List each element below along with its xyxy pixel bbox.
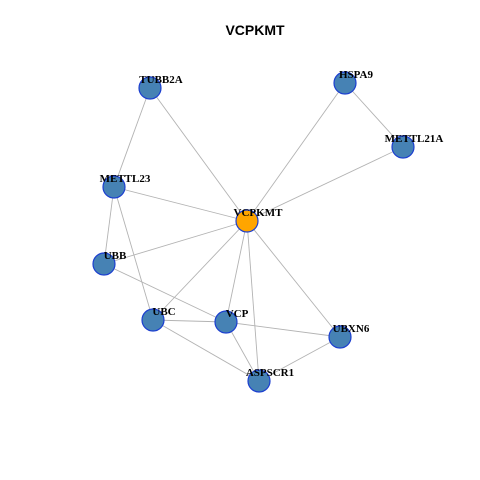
edge-mettl23-ubb <box>103 186 115 265</box>
edge-mettl21a-vcpkmt <box>246 146 404 222</box>
edge-ubc-aspscr1 <box>152 319 260 382</box>
node-label-tubb2a: TUBB2A <box>139 74 182 86</box>
node-ubb <box>92 252 116 276</box>
node-label-ubc: UBC <box>152 306 175 318</box>
edge-vcpkmt-ubb <box>103 220 248 265</box>
node-label-mettl23: METTL23 <box>100 173 151 185</box>
node-label-ubxn6: UBXN6 <box>333 323 370 335</box>
edge-hspa9-vcpkmt <box>246 82 346 222</box>
edge-vcpkmt-vcp <box>225 220 248 323</box>
edge-ubxn6-aspscr1 <box>258 336 341 382</box>
node-label-hspa9: HSPA9 <box>339 69 374 81</box>
edge-ubb-vcp <box>103 263 227 323</box>
edge-vcp-ubxn6 <box>225 321 341 338</box>
node-layer <box>92 71 415 393</box>
edge-mettl23-ubc <box>113 186 154 321</box>
edge-tubb2a-mettl23 <box>113 87 151 188</box>
edge-mettl23-vcpkmt <box>113 186 248 222</box>
edge-tubb2a-vcpkmt <box>149 87 248 222</box>
edge-vcpkmt-aspscr1 <box>246 220 260 382</box>
node-label-vcpkmt: VCPKMT <box>234 207 284 219</box>
node-tubb2a <box>138 76 162 100</box>
node-hspa9 <box>333 71 357 95</box>
node-aspscr1 <box>247 369 271 393</box>
node-mettl23 <box>102 175 126 199</box>
edge-layer <box>103 82 404 382</box>
node-mettl21a <box>391 135 415 159</box>
node-label-mettl21a: METTL21A <box>385 133 444 145</box>
edge-vcpkmt-ubc <box>152 220 248 321</box>
node-ubxn6 <box>328 325 352 349</box>
node-label-vcp: VCP <box>226 308 249 320</box>
edge-ubc-vcp <box>152 319 227 323</box>
node-vcpkmt <box>235 209 259 233</box>
node-ubc <box>141 308 165 332</box>
edge-hspa9-mettl21a <box>344 82 404 148</box>
edge-vcpkmt-ubxn6 <box>246 220 341 338</box>
node-vcp <box>214 310 238 334</box>
node-label-ubb: UBB <box>104 250 127 262</box>
graph-title: VCPKMT <box>225 22 285 38</box>
node-label-aspscr1: ASPSCR1 <box>246 367 294 379</box>
